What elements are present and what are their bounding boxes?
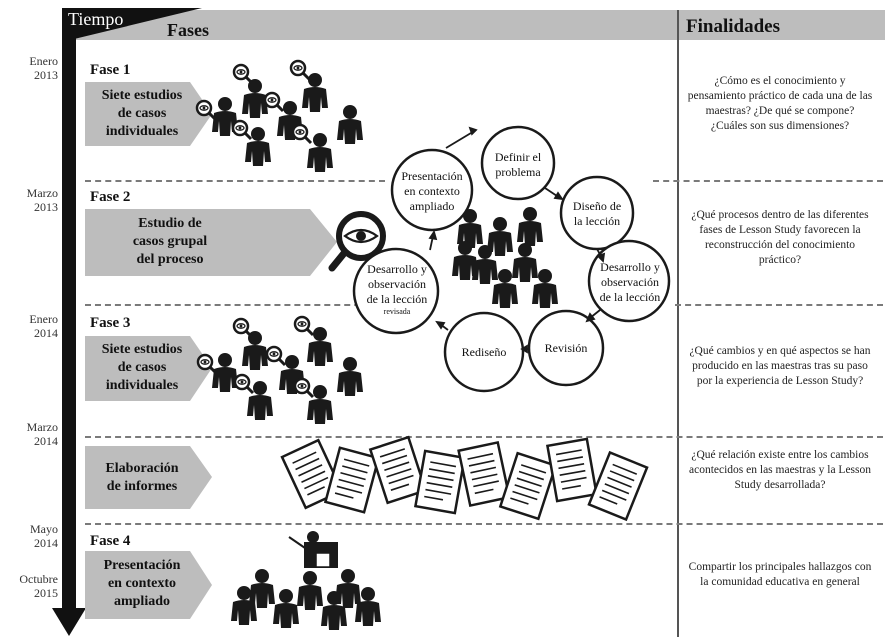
separator-line xyxy=(675,304,883,306)
phase-title: Fase 3 xyxy=(90,315,131,331)
separator-line xyxy=(653,180,883,182)
column-divider xyxy=(677,10,679,637)
people-group-phase3 xyxy=(196,315,363,424)
separator-line xyxy=(85,180,385,182)
finalidad-text: Compartir los principales hallazgos con … xyxy=(688,561,872,588)
header-bar xyxy=(62,10,885,40)
audience-group xyxy=(231,569,381,630)
eye-icon xyxy=(328,211,386,272)
finalidad-text: ¿Qué procesos dentro de las diferentes f… xyxy=(691,209,869,266)
separator-line xyxy=(85,436,883,438)
phase-title: Fase 1 xyxy=(90,62,131,78)
people-group-cycle xyxy=(452,207,558,308)
cycle-step-rediseno: Rediseño xyxy=(461,345,507,359)
revisada-label: revisada xyxy=(383,307,411,316)
phase-title: Fase 4 xyxy=(90,533,131,549)
separator-line xyxy=(85,523,883,525)
finalidad-text: ¿Qué cambios y en qué aspectos se han pr… xyxy=(689,345,871,387)
cycle-step-revision: Revisión xyxy=(544,341,588,355)
phase-title: Fase 2 xyxy=(90,189,131,205)
document-icons xyxy=(280,435,649,521)
tiempo-header: Tiempo xyxy=(68,9,124,29)
finalidades-header: Finalidades xyxy=(686,16,780,37)
tiempo-tab xyxy=(62,8,202,40)
teacher-icon xyxy=(288,531,338,568)
fases-header: Fases xyxy=(167,20,209,40)
finalidad-text: ¿Cómo es el conocimiento y pensamiento p… xyxy=(687,75,873,132)
separator-line xyxy=(85,304,430,306)
finalidad-text: ¿Qué relación existe entre los cambios a… xyxy=(688,449,872,491)
people-group-phase1 xyxy=(195,59,363,172)
